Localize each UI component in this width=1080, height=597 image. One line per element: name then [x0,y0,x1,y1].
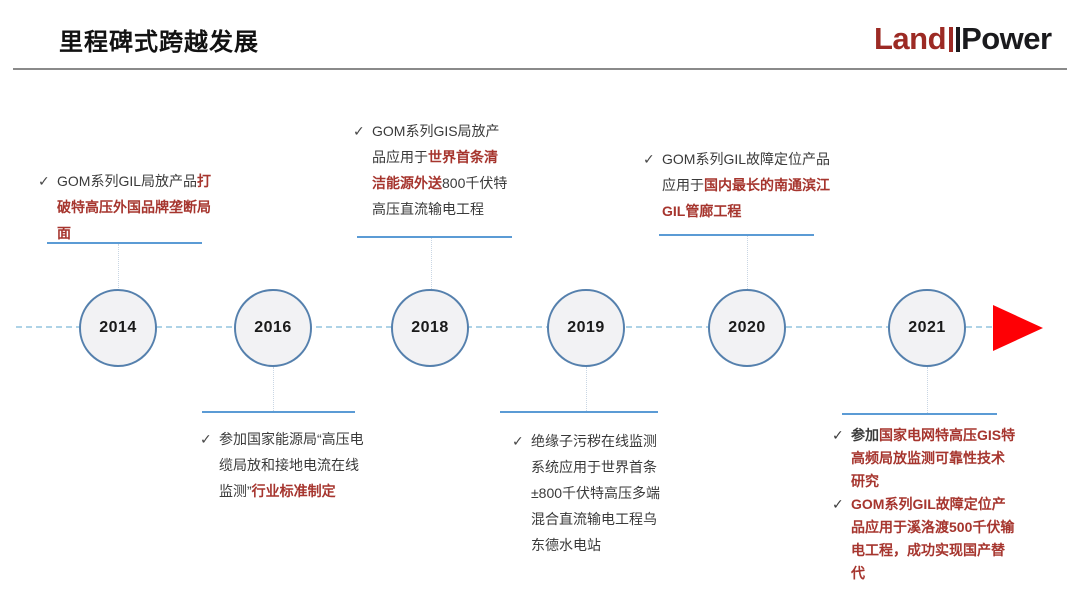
text-normal: GOM系列GIS局放产品应用于 [372,123,500,165]
connector-2018 [431,238,432,289]
check-icon: ✓ [38,173,50,189]
milestone-item-text: GOM系列GIS局放产品应用于世界首条清洁能源外送800千伏特高压直流输电工程 [372,118,511,222]
milestone-item: ✓ GOM系列GIL局放产品打破特高压外国品牌垄断局面 [38,168,218,246]
connector-2014 [118,244,119,290]
text-highlight: 打破特高压外国品牌垄断局面 [57,173,212,241]
year-circle-2021: 2021 [888,289,966,367]
header-divider [13,68,1067,70]
check-icon: ✓ [832,496,844,512]
milestone-item-text: 参加国家电网特高压GIS特高频局放监测可靠性技术研究 [851,424,1016,493]
page-title: 里程碑式跨越发展 [59,29,259,56]
underline-2020 [659,234,814,236]
text-normal: 参加 [851,427,879,443]
logo-text-power: Power [961,21,1052,56]
year-label: 2016 [254,319,292,336]
milestone-item: ✓ 参加国家电网特高压GIS特高频局放监测可靠性技术研究 [832,424,1016,493]
milestone-text-2016: ✓ 参加国家能源局“高压电缆局放和接地电流在线监测”行业标准制定 [200,426,368,504]
underline-2019 [500,411,658,413]
milestone-item-text: 参加国家能源局“高压电缆局放和接地电流在线监测”行业标准制定 [219,426,368,504]
check-icon: ✓ [200,431,212,447]
logo-text-land: Land [874,21,947,56]
milestone-text-2014: ✓ GOM系列GIL局放产品打破特高压外国品牌垄断局面 [38,168,218,246]
text-highlight: 国家电网特高压GIS特高频局放监测可靠性技术研究 [851,427,1016,489]
year-label: 2018 [411,319,449,336]
year-circle-2020: 2020 [708,289,786,367]
milestone-text-2018: ✓ GOM系列GIS局放产品应用于世界首条清洁能源外送800千伏特高压直流输电工… [353,118,511,222]
year-label: 2019 [567,319,605,336]
check-icon: ✓ [512,433,524,449]
logo-bar-icon [956,26,961,52]
underline-2016 [202,411,355,413]
connector-2020 [747,236,748,289]
year-label: 2020 [728,319,766,336]
milestone-text-2021: ✓ 参加国家电网特高压GIS特高频局放监测可靠性技术研究 ✓ GOM系列GIL故… [832,424,1016,585]
text-highlight: 世界首条清洁能源外送 [372,149,498,191]
underline-2018 [357,236,512,238]
milestone-text-2019: ✓ 绝缘子污秽在线监测系统应用于世界首条±800千伏特高压多端混合直流输电工程乌… [512,428,669,558]
milestone-item-text: GOM系列GIL故障定位产品应用于国内最长的南通滨江GIL管廊工程 [662,146,839,224]
text-normal: 参加国家能源局“高压电缆局放和接地电流在线监测” [219,431,364,499]
connector-2019 [586,367,587,411]
text-normal: GOM系列GIL局放产品 [57,173,198,189]
timeline-arrow-icon [993,305,1043,351]
milestone-item: ✓ GOM系列GIL故障定位产品应用于溪洛渡500千伏输电工程，成功实现国产替代 [832,493,1016,585]
text-highlight: GOM系列GIL故障定位产品应用于溪洛渡500千伏输电工程，成功实现国产替代 [851,496,1015,581]
milestone-item-text: GOM系列GIL局放产品打破特高压外国品牌垄断局面 [57,168,218,246]
underline-2021 [842,413,997,415]
milestone-item-text: 绝缘子污秽在线监测系统应用于世界首条±800千伏特高压多端混合直流输电工程乌东德… [531,428,669,558]
milestone-item: ✓ GOM系列GIS局放产品应用于世界首条清洁能源外送800千伏特高压直流输电工… [353,118,511,222]
milestone-item-text: GOM系列GIL故障定位产品应用于溪洛渡500千伏输电工程，成功实现国产替代 [851,493,1016,585]
text-highlight: 国内最长的南通滨江GIL管廊工程 [662,177,830,219]
text-normal: 绝缘子污秽在线监测系统应用于世界首条±800千伏特高压多端混合直流输电工程乌东德… [531,433,661,553]
text-normal: 800千伏特高压直流输电工程 [372,175,508,217]
text-normal: GOM系列GIL故障定位产品应用于 [662,151,831,193]
year-label: 2021 [908,319,946,336]
year-circle-2016: 2016 [234,289,312,367]
timeline-dashed-line [16,326,1002,328]
check-icon: ✓ [643,151,655,167]
check-icon: ✓ [353,123,365,139]
year-circle-2018: 2018 [391,289,469,367]
check-icon: ✓ [832,427,844,443]
connector-2021 [927,367,928,413]
underline-2014 [47,242,202,244]
year-circle-2019: 2019 [547,289,625,367]
milestone-item: ✓ 参加国家能源局“高压电缆局放和接地电流在线监测”行业标准制定 [200,426,368,504]
text-highlight: 行业标准制定 [251,483,336,499]
milestone-item: ✓ GOM系列GIL故障定位产品应用于国内最长的南通滨江GIL管廊工程 [643,146,839,224]
year-label: 2014 [99,319,137,336]
milestone-text-2020: ✓ GOM系列GIL故障定位产品应用于国内最长的南通滨江GIL管廊工程 [643,146,839,224]
year-circle-2014: 2014 [79,289,157,367]
logo-bar-icon [949,26,954,52]
landpower-logo: Land Power [874,20,1052,58]
connector-2016 [273,367,274,411]
milestone-item: ✓ 绝缘子污秽在线监测系统应用于世界首条±800千伏特高压多端混合直流输电工程乌… [512,428,669,558]
